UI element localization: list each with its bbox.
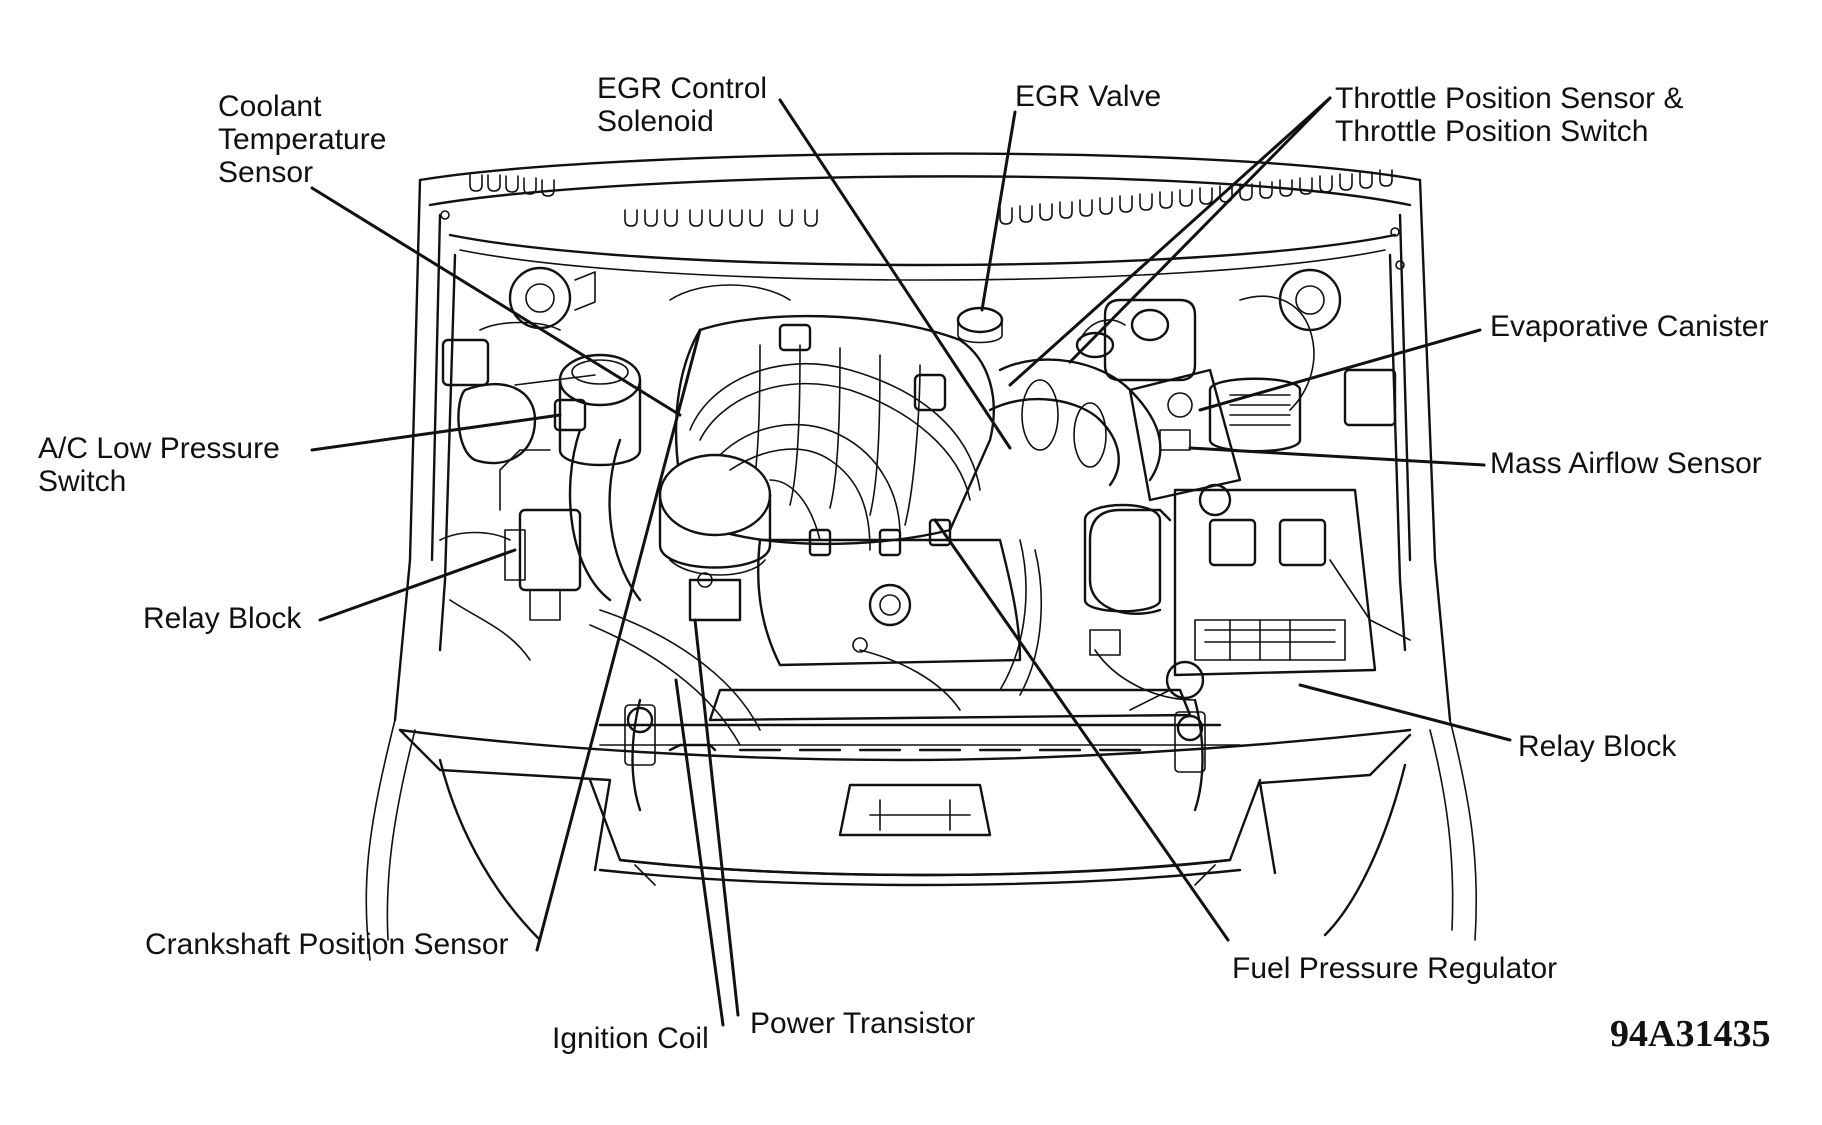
- label-evaporative-canister: Evaporative Canister: [1490, 310, 1769, 343]
- label-line: Sensor: [218, 156, 314, 189]
- label-line: Throttle Position Switch: [1335, 115, 1649, 148]
- label-coolant-temperature-sensor: Coolant Temperature Sensor: [218, 90, 386, 189]
- radiator-hose: [568, 428, 642, 602]
- label-relay-block-left: Relay Block: [143, 602, 302, 635]
- misc-hoses: [479, 284, 1411, 746]
- label-egr-control-solenoid: EGR Control Solenoid: [597, 72, 767, 138]
- label-throttle-position-sensor: Throttle Position Sensor & Throttle Posi…: [1335, 82, 1684, 148]
- battery: [1088, 483, 1377, 677]
- relay-block-right-shape: [1083, 503, 1205, 711]
- front-bumper: [398, 728, 1412, 942]
- label-line: Throttle Position Sensor &: [1335, 82, 1684, 115]
- label-line: Temperature: [218, 123, 387, 156]
- label-egr-valve: EGR Valve: [1015, 80, 1162, 113]
- spark-plug-wires: [689, 362, 981, 551]
- relay-block-left-shape: [439, 508, 582, 661]
- egr-valve-shape: [956, 306, 1004, 344]
- coolant-reservoir: [1075, 298, 1197, 382]
- brake-booster: [441, 338, 642, 467]
- firewall: [438, 210, 1407, 652]
- evaporative-canister-shape: [1159, 368, 1397, 453]
- distributor: [658, 453, 772, 622]
- label-line: Switch: [38, 465, 127, 498]
- hood-outline: [365, 152, 1478, 961]
- label-crankshaft-position-sensor: Crankshaft Position Sensor: [145, 928, 509, 961]
- label-ac-low-pressure-switch: A/C Low Pressure Switch: [38, 432, 280, 498]
- label-line: EGR Control: [597, 72, 768, 105]
- label-relay-block-right: Relay Block: [1518, 730, 1677, 763]
- label-ignition-coil: Ignition Coil: [552, 1022, 709, 1055]
- label-fuel-pressure-regulator: Fuel Pressure Regulator: [1232, 952, 1558, 985]
- label-line: Coolant: [218, 90, 322, 123]
- label-mass-airflow-sensor: Mass Airflow Sensor: [1490, 447, 1762, 480]
- leader-lines: [310, 96, 1512, 1027]
- hood-vents: [469, 169, 1393, 227]
- shock-towers: [508, 266, 1342, 332]
- figure-code: 94A31435: [1610, 1013, 1771, 1055]
- valve-cover: [757, 518, 1022, 667]
- label-line: A/C Low Pressure: [38, 432, 280, 465]
- radiator-support: [598, 688, 1241, 812]
- label-line: Solenoid: [597, 105, 714, 138]
- label-power-transistor: Power Transistor: [750, 1007, 976, 1040]
